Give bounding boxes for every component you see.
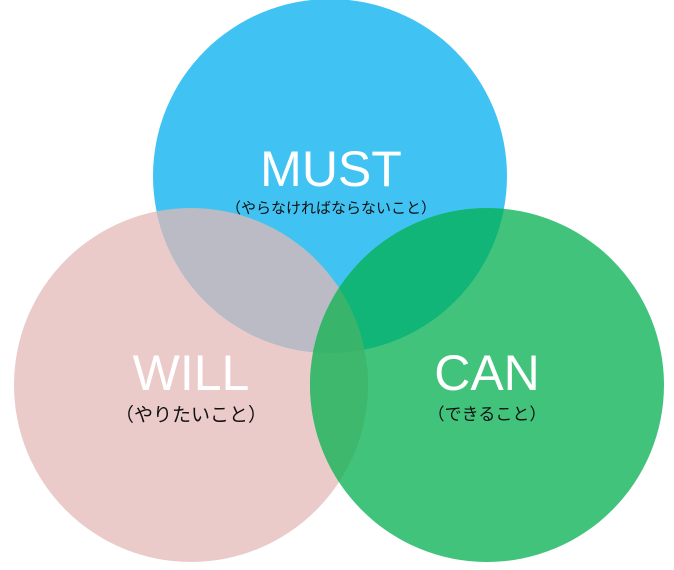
will-subtitle: （やりたいこと）	[114, 404, 268, 426]
can-title: CAN	[434, 345, 540, 401]
must-will-overlap	[153, 208, 368, 353]
must-title: MUST	[260, 141, 402, 197]
must-can-overlap	[310, 208, 507, 353]
will-title: WILL	[132, 345, 250, 401]
can-subtitle: （できること）	[427, 405, 547, 425]
must-subtitle: （やらなければならないこと）	[225, 199, 437, 217]
